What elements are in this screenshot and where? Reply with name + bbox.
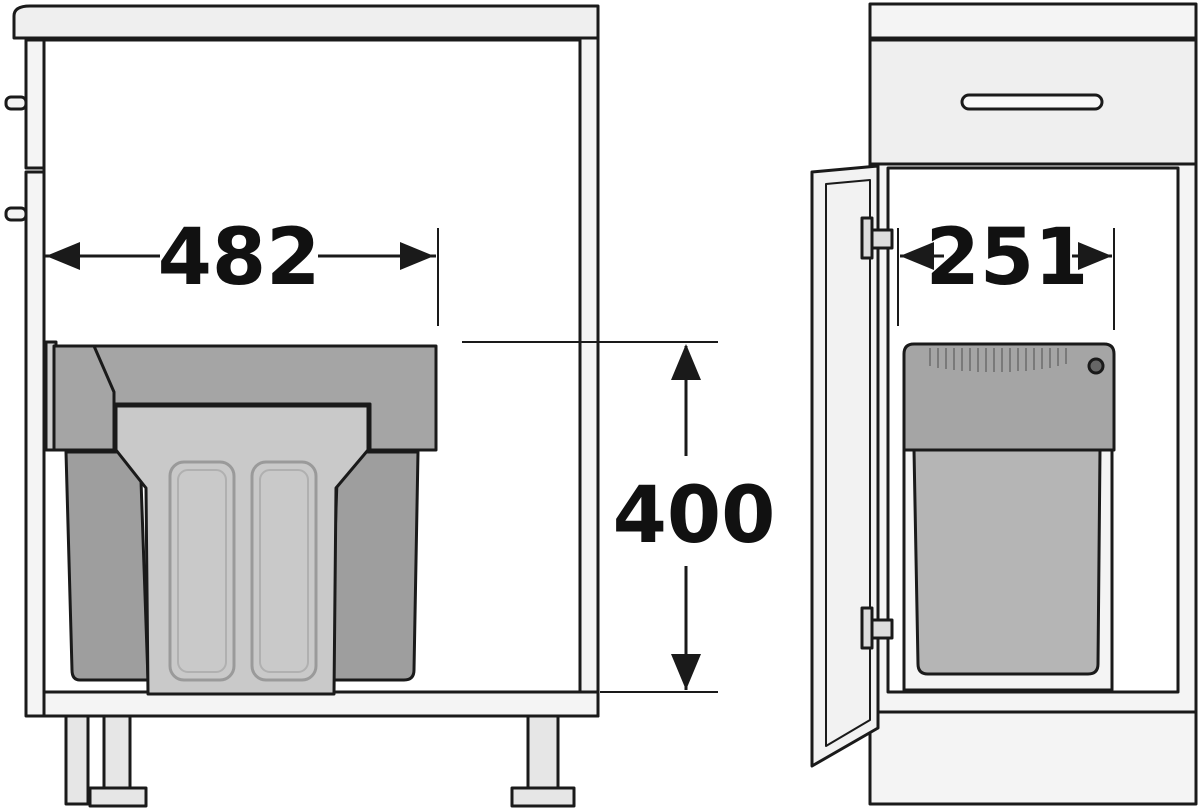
drawer-knobs [4, 95, 28, 222]
bin-frame-slope [92, 345, 116, 404]
drawer-handle [960, 93, 1104, 111]
side-panel-right [578, 36, 600, 718]
side-panel-lower [24, 170, 46, 718]
bin-center-bucket [114, 404, 370, 696]
lid-button-icon [1087, 357, 1105, 375]
bin-left-bucket [64, 450, 150, 682]
arrow-down-icon [671, 654, 701, 690]
arrow-right-icon [1078, 242, 1112, 270]
dimension-width-compact: 251 [897, 213, 1115, 330]
height-label: 400 [613, 471, 776, 561]
bin-right-bucket [328, 450, 420, 682]
pull-out-bin-large [44, 340, 438, 696]
arrow-left-icon [900, 242, 934, 270]
countertop [12, 4, 600, 40]
side-panel-upper [24, 38, 46, 170]
lid-vents [929, 348, 1067, 372]
arrow-right-icon [400, 242, 434, 270]
bin-rib-right [250, 460, 318, 682]
compact-bin-bucket [912, 448, 1102, 676]
cabinet-legs [64, 714, 576, 808]
door-hinges [860, 216, 894, 650]
bin-frame [52, 344, 438, 452]
dimension-height: 400 [462, 341, 776, 693]
compact-bin-lid [902, 342, 1116, 452]
compact-width-label: 251 [926, 213, 1089, 303]
width-label: 482 [158, 213, 321, 303]
bin-rib-left [168, 460, 236, 682]
bottom-rail [42, 690, 600, 718]
dimension-width-large: 482 [44, 213, 439, 326]
arrow-up-icon [671, 344, 701, 380]
pull-out-bin-compact [902, 342, 1116, 692]
arrow-left-icon [46, 242, 80, 270]
